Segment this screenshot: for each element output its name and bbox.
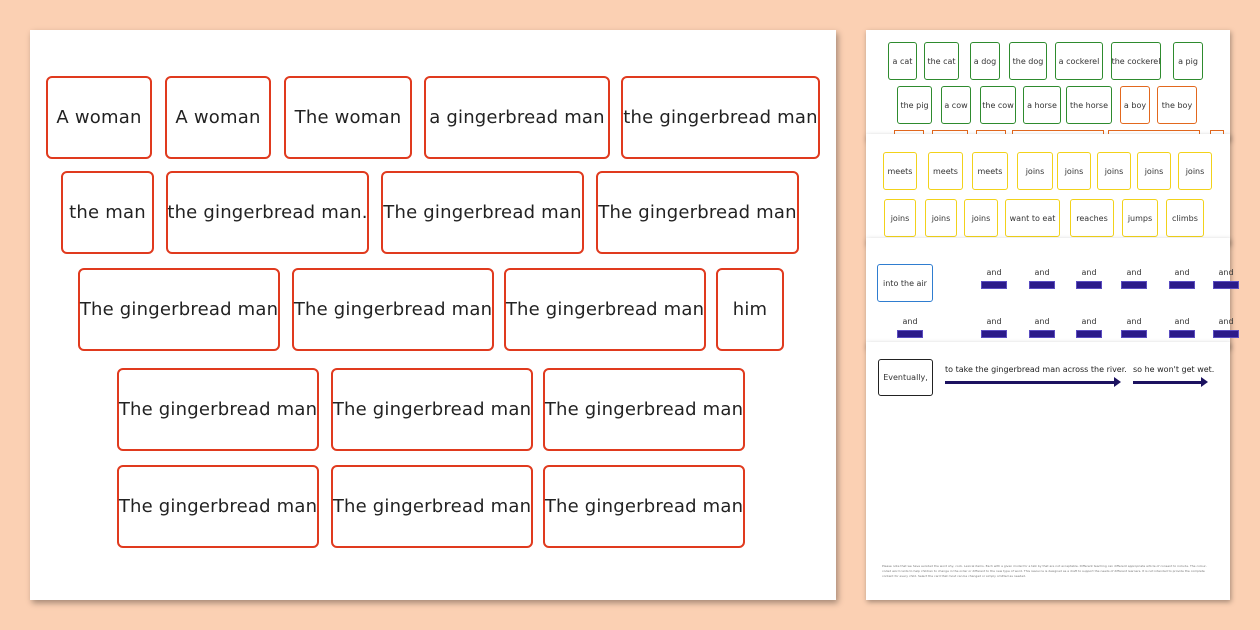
card-edge: [932, 130, 968, 134]
word-card[interactable]: the gingerbread man: [621, 76, 820, 159]
conjunction-bar[interactable]: [981, 281, 1007, 289]
conjunction-bar[interactable]: [1029, 281, 1055, 289]
card-edge: [894, 130, 924, 134]
noun-card[interactable]: the cow: [980, 86, 1016, 124]
verb-card[interactable]: joins: [1178, 152, 1212, 190]
noun-card[interactable]: a cat: [888, 42, 917, 80]
noun-card[interactable]: a cockerel: [1055, 42, 1103, 80]
noun-card[interactable]: a horse: [1023, 86, 1061, 124]
arrow-right-icon: [1114, 377, 1121, 387]
word-card[interactable]: a gingerbread man: [424, 76, 610, 159]
noun-card[interactable]: a pig: [1173, 42, 1203, 80]
verb-card[interactable]: meets: [883, 152, 917, 190]
noun-card[interactable]: the boy: [1157, 86, 1197, 124]
verb-card[interactable]: want to eat: [1005, 199, 1060, 237]
noun-card[interactable]: the horse: [1066, 86, 1112, 124]
word-card[interactable]: The gingerbread man: [504, 268, 706, 351]
verb-card[interactable]: joins: [1137, 152, 1171, 190]
conjunction-bar[interactable]: [1076, 281, 1102, 289]
verb-card[interactable]: joins: [884, 199, 916, 237]
noun-card[interactable]: a boy: [1120, 86, 1150, 124]
arrow-line-1: [945, 381, 1117, 384]
word-card[interactable]: the man: [61, 171, 154, 254]
word-card[interactable]: him: [716, 268, 784, 351]
noun-card[interactable]: a cow: [941, 86, 971, 124]
word-card[interactable]: The woman: [284, 76, 412, 159]
verb-card[interactable]: joins: [1017, 152, 1053, 190]
phrase-river: to take the gingerbread man across the r…: [945, 365, 1127, 374]
fine-print: Please note that we have avoided the wor…: [882, 564, 1207, 578]
word-card[interactable]: The gingerbread man: [117, 368, 319, 451]
conjunction-bar[interactable]: [1213, 330, 1239, 338]
verb-card[interactable]: joins: [964, 199, 998, 237]
noun-card[interactable]: a dog: [970, 42, 1000, 80]
word-card[interactable]: The gingerbread man: [331, 465, 533, 548]
verb-card[interactable]: meets: [928, 152, 963, 190]
conjunction-bar[interactable]: [1029, 330, 1055, 338]
noun-card[interactable]: the cockerel: [1111, 42, 1161, 80]
and-word: and: [1174, 268, 1190, 277]
conjunction-bar[interactable]: [1076, 330, 1102, 338]
conjunction-bar[interactable]: [1121, 281, 1147, 289]
word-card[interactable]: The gingerbread man: [381, 171, 584, 254]
noun-card[interactable]: the pig: [897, 86, 932, 124]
and-word: and: [1126, 317, 1142, 326]
word-card[interactable]: The gingerbread man: [596, 171, 799, 254]
noun-card[interactable]: the cat: [924, 42, 959, 80]
eventually-card[interactable]: Eventually,: [878, 359, 933, 396]
and-word: and: [1034, 317, 1050, 326]
card-edge: [1108, 130, 1200, 134]
card-edge: [976, 130, 1006, 134]
word-card[interactable]: The gingerbread man: [78, 268, 280, 351]
conjunction-bar[interactable]: [1169, 281, 1195, 289]
and-word: and: [1218, 317, 1234, 326]
phrase-wet: so he won't get wet.: [1133, 365, 1215, 374]
word-card[interactable]: The gingerbread man: [543, 465, 745, 548]
verb-card[interactable]: reaches: [1070, 199, 1114, 237]
and-word: and: [986, 268, 1002, 277]
conjunction-bar[interactable]: [1213, 281, 1239, 289]
conjunction-bar[interactable]: [1169, 330, 1195, 338]
word-card[interactable]: The gingerbread man: [117, 465, 319, 548]
word-card[interactable]: The gingerbread man: [331, 368, 533, 451]
verb-card[interactable]: joins: [1057, 152, 1091, 190]
phrase-cards-page: Eventually, to take the gingerbread man …: [866, 342, 1230, 600]
card-edge: [1210, 130, 1224, 134]
arrow-line-2: [1133, 381, 1201, 384]
verb-card[interactable]: joins: [1097, 152, 1131, 190]
verb-card[interactable]: jumps: [1122, 199, 1158, 237]
card-edge: [1012, 130, 1104, 134]
word-card[interactable]: A woman: [46, 76, 152, 159]
word-card[interactable]: the gingerbread man.: [166, 171, 369, 254]
word-card[interactable]: A woman: [165, 76, 271, 159]
and-word: and: [1126, 268, 1142, 277]
verb-card[interactable]: meets: [972, 152, 1008, 190]
conjunction-cards-page: into the air and and and and and and and and and a…: [866, 238, 1239, 348]
and-word: and: [1174, 317, 1190, 326]
conjunction-bar[interactable]: [1121, 330, 1147, 338]
arrow-right-icon: [1201, 377, 1208, 387]
word-card[interactable]: The gingerbread man: [543, 368, 745, 451]
and-word: and: [986, 317, 1002, 326]
conjunction-bar[interactable]: [981, 330, 1007, 338]
and-word: and: [1081, 268, 1097, 277]
verb-card[interactable]: joins: [925, 199, 957, 237]
into-the-air-card[interactable]: into the air: [877, 264, 933, 302]
word-card[interactable]: The gingerbread man: [292, 268, 494, 351]
and-word: and: [1034, 268, 1050, 277]
verb-card[interactable]: climbs: [1166, 199, 1204, 237]
noun-card[interactable]: the dog: [1009, 42, 1047, 80]
conjunction-bar[interactable]: [897, 330, 923, 338]
and-word: and: [1081, 317, 1097, 326]
and-word: and: [1218, 268, 1234, 277]
and-word: and: [902, 317, 918, 326]
